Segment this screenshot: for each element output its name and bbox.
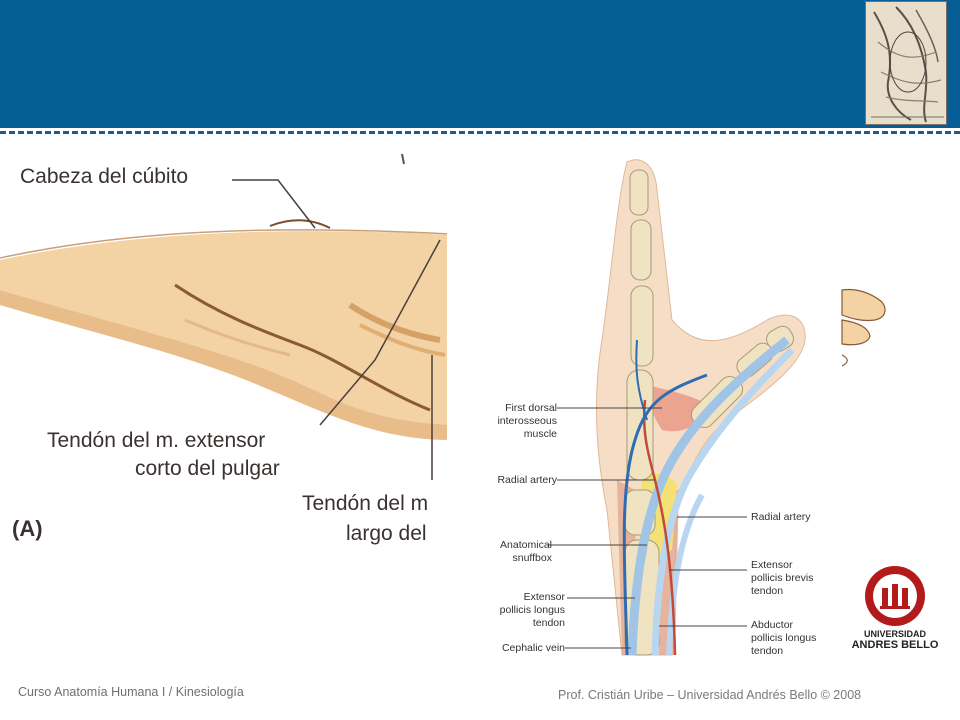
label-line: tendon xyxy=(532,617,565,629)
label-line: Radial artery xyxy=(497,474,557,486)
figure-a-wrist-illustration: Cabeza del cúbito Tendón del m. extensor… xyxy=(0,140,450,560)
label-epl-tendon-line1: Tendón del m xyxy=(302,492,429,515)
label-line: pollicis longus xyxy=(499,604,565,616)
label-line: tendon xyxy=(751,645,784,657)
label-epb-tendon-line1: Tendón del m. extensor xyxy=(47,429,266,452)
footer-credit: Prof. Cristián Uribe – Universidad André… xyxy=(558,688,862,702)
label-radial-artery-right: Radial artery xyxy=(751,511,811,524)
label-line: tendon xyxy=(751,585,784,597)
label-epb-tendon-line2: corto del pulgar xyxy=(135,457,280,480)
label-line: Radial artery xyxy=(751,511,811,523)
footer-course: Curso Anatomía Humana I / Kinesiología xyxy=(18,685,244,699)
label-line: interosseous xyxy=(497,415,557,427)
label-line: First dorsal xyxy=(505,402,557,414)
label-line: Abductor xyxy=(751,619,794,631)
label-ulna-head: Cabeza del cúbito xyxy=(20,165,189,188)
figure-b-hand-anatomy: First dorsal interosseous muscle Radial … xyxy=(447,150,842,670)
label-line: pollicis longus xyxy=(751,632,817,644)
label-line: Cephalic vein xyxy=(501,642,565,654)
label-line: muscle xyxy=(523,428,557,440)
figure-a-fingertips-fragment xyxy=(840,270,890,370)
label-first-dorsal-interosseous: First dorsal interosseous muscle xyxy=(497,402,557,441)
label-line: Anatomical xyxy=(500,539,552,551)
label-radial-artery-left: Radial artery xyxy=(497,474,557,487)
anatomical-engraving-thumbnail xyxy=(865,1,947,125)
label-anatomical-snuffbox: Anatomical snuffbox xyxy=(500,539,552,565)
label-line: pollicis brevis xyxy=(751,572,814,584)
label-epl-tendon-line2: largo del xyxy=(346,522,427,545)
label-extensor-pollicis-brevis: Extensor pollicis brevis tendon xyxy=(751,559,813,598)
university-logo: UNIVERSIDAD ANDRES BELLO xyxy=(848,562,942,657)
label-extensor-pollicis-longus: Extensor pollicis longus tendon xyxy=(500,591,565,630)
label-line: Extensor xyxy=(751,559,793,571)
logo-text-line1: UNIVERSIDAD xyxy=(863,629,926,639)
label-line: snuffbox xyxy=(512,552,552,564)
panel-label-a: (A) xyxy=(12,516,43,541)
dashed-separator xyxy=(0,131,960,134)
logo-text-line2: ANDRES BELLO xyxy=(851,639,939,651)
label-line: Extensor xyxy=(523,591,565,603)
label-abductor-pollicis-longus: Abductor pollicis longus tendon xyxy=(751,619,816,658)
header-band xyxy=(0,0,960,128)
label-cephalic-vein: Cephalic vein xyxy=(502,642,565,655)
